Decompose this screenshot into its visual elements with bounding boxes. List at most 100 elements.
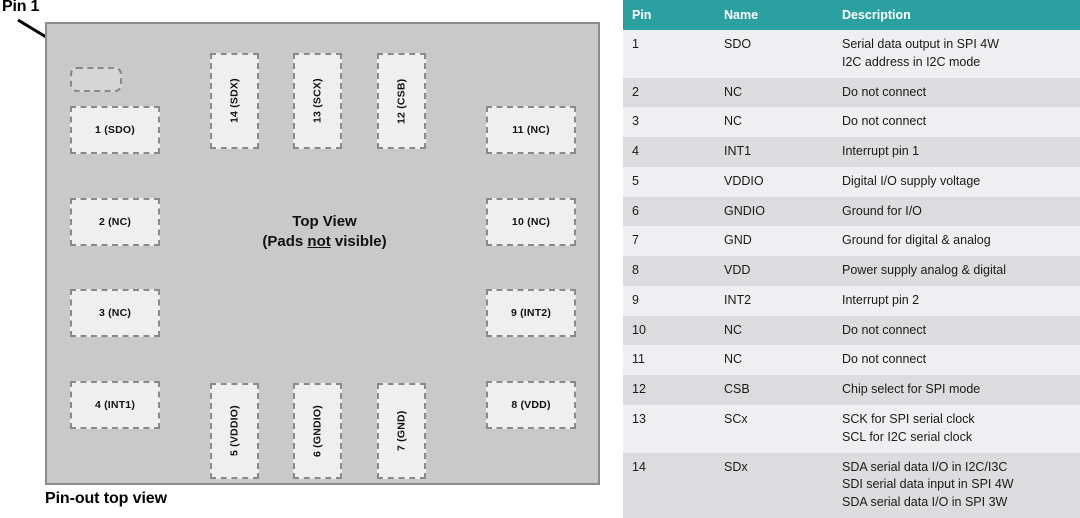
description-line: Digital I/O supply voltage bbox=[842, 173, 981, 188]
cell-name: INT1 bbox=[715, 137, 833, 167]
cell-name: SDx bbox=[715, 452, 833, 518]
description-line: Do not connect bbox=[842, 322, 927, 337]
description-line: SDA serial data I/O in SPI 3W bbox=[842, 495, 1008, 510]
description-line: Do not connect bbox=[842, 114, 927, 129]
cell-description: Do not connect bbox=[833, 77, 1080, 108]
cell-description: Do not connect bbox=[833, 315, 1080, 346]
description-line: Do not connect bbox=[842, 352, 927, 367]
pad-pin-9[interactable]: 9 (INT2) bbox=[486, 289, 576, 337]
cell-pin: 7 bbox=[623, 226, 715, 257]
pad-pin-5[interactable]: 5 (VDDIO) bbox=[210, 383, 259, 479]
cell-name: GND bbox=[715, 226, 833, 257]
package-pinout-diagram: Pin 1 1 (SDO) 2 (NC) 3 (NC) 4 (INT1) 14 … bbox=[2, 0, 600, 507]
pad-pin-6[interactable]: 6 (GNDIO) bbox=[293, 383, 342, 479]
pad-pin-1[interactable]: 1 (SDO) bbox=[70, 106, 160, 154]
pad-pin-12[interactable]: 12 (CSB) bbox=[377, 53, 426, 149]
cell-pin: 12 bbox=[623, 375, 715, 405]
cell-description: Digital I/O supply voltage bbox=[833, 166, 1080, 197]
table-header: Pin Name Description bbox=[623, 0, 1080, 30]
cell-pin: 1 bbox=[623, 30, 715, 78]
package-outline: 1 (SDO) 2 (NC) 3 (NC) 4 (INT1) 14 (SDX) … bbox=[45, 22, 600, 485]
pin1-callout-label: Pin 1 bbox=[2, 0, 40, 15]
pad-pin-11[interactable]: 11 (NC) bbox=[486, 106, 576, 154]
pin1-orientation-marker bbox=[70, 67, 122, 92]
description-line: Serial data output in SPI 4W bbox=[842, 37, 1000, 51]
pad-pin-10[interactable]: 10 (NC) bbox=[486, 198, 576, 246]
cell-name: VDDIO bbox=[715, 166, 833, 197]
pads-note-pre: (Pads bbox=[262, 233, 308, 251]
column-header-pin: Pin bbox=[623, 0, 715, 30]
pad-pin-2[interactable]: 2 (NC) bbox=[70, 198, 160, 246]
description-line: Interrupt pin 1 bbox=[842, 144, 920, 159]
description-line: Ground for digital & analog bbox=[842, 233, 991, 248]
cell-pin: 14 bbox=[623, 452, 715, 518]
cell-name: SDO bbox=[715, 30, 833, 78]
cell-description: Ground for digital & analog bbox=[833, 226, 1080, 257]
cell-description: SDA serial data I/O in I2C/I3C SDI serial… bbox=[833, 452, 1080, 518]
description-line: I2C address in I2C mode bbox=[842, 54, 981, 69]
description-line: SDI serial data input in SPI 4W bbox=[842, 477, 1014, 492]
cell-name: NC bbox=[715, 315, 833, 346]
cell-description: Serial data output in SPI 4W I2C address … bbox=[833, 30, 1080, 78]
top-view-note-line1: Top View bbox=[292, 213, 357, 230]
pad-pin-4[interactable]: 4 (INT1) bbox=[70, 381, 160, 429]
cell-name: NC bbox=[715, 107, 833, 138]
pad-pin-3[interactable]: 3 (NC) bbox=[70, 289, 160, 337]
diagram-caption: Pin-out top view bbox=[45, 490, 167, 507]
cell-pin: 6 bbox=[623, 196, 715, 227]
pad-pin-7[interactable]: 7 (GND) bbox=[377, 383, 426, 479]
description-line: Chip select for SPI mode bbox=[842, 382, 981, 397]
cell-description: Interrupt pin 1 bbox=[833, 137, 1080, 167]
pad-pin-8[interactable]: 8 (VDD) bbox=[486, 381, 576, 429]
cell-name: VDD bbox=[715, 256, 833, 286]
cell-name: NC bbox=[715, 345, 833, 376]
cell-name: CSB bbox=[715, 375, 833, 405]
cell-pin: 11 bbox=[623, 345, 715, 376]
cell-name: GNDIO bbox=[715, 196, 833, 227]
description-line: SCK for SPI serial clock bbox=[842, 411, 975, 426]
pad-pin-13[interactable]: 13 (SCX) bbox=[293, 53, 342, 149]
cell-description: Do not connect bbox=[833, 107, 1080, 138]
column-header-description: Description bbox=[833, 0, 1080, 30]
cell-name: NC bbox=[715, 77, 833, 108]
cell-pin: 10 bbox=[623, 315, 715, 346]
description-line: SCL for I2C serial clock bbox=[842, 429, 973, 444]
cell-pin: 5 bbox=[623, 166, 715, 197]
cell-description: Power supply analog & digital bbox=[833, 256, 1080, 286]
pads-note-post: visible) bbox=[330, 233, 387, 251]
description-line: SDA serial data I/O in I2C/I3C bbox=[842, 459, 1008, 474]
description-line: Power supply analog & digital bbox=[842, 263, 1006, 278]
cell-pin: 8 bbox=[623, 256, 715, 286]
cell-name: INT2 bbox=[715, 285, 833, 316]
top-view-note: Top View (Pads not visible) bbox=[202, 212, 447, 253]
cell-description: Interrupt pin 2 bbox=[833, 285, 1080, 316]
cell-pin: 13 bbox=[623, 404, 715, 453]
description-line: Do not connect bbox=[842, 84, 927, 99]
description-line: Interrupt pin 2 bbox=[842, 292, 920, 307]
table-header-row: Pin Name Description bbox=[623, 0, 1080, 30]
cell-pin: 2 bbox=[623, 77, 715, 108]
pad-pin-14[interactable]: 14 (SDX) bbox=[210, 53, 259, 149]
cell-description: Ground for I/O bbox=[833, 196, 1080, 227]
column-header-name: Name bbox=[715, 0, 833, 30]
cell-pin: 9 bbox=[623, 285, 715, 316]
cell-pin: 4 bbox=[623, 137, 715, 167]
cell-description: Do not connect bbox=[833, 345, 1080, 376]
